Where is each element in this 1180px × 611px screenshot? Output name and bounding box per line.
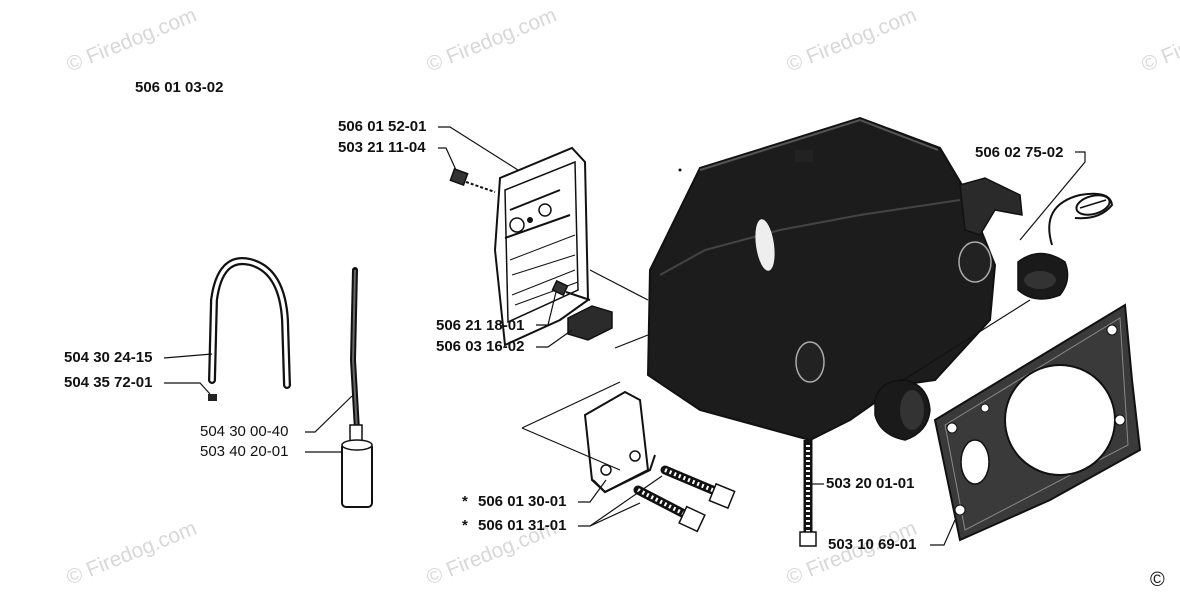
label-rubber-buffer: 506 03 16-02 (436, 338, 524, 355)
bracket-bolt-upper (660, 465, 736, 510)
label-chain-guide-plate: 506 01 52-01 (338, 118, 426, 135)
label-filler-cap: 506 02 75-02 (975, 144, 1063, 161)
watermark: © Firedog.com (423, 4, 560, 77)
fuel-filter (341, 424, 373, 508)
label-plate-screw: 503 21 11-04 (338, 139, 426, 156)
small-screw (551, 279, 591, 301)
gasket (933, 303, 1142, 542)
watermark: © Firedog.com (63, 517, 200, 590)
rubber-buffer (567, 305, 613, 341)
label-small-screw: 506 21 18-01 (436, 317, 524, 334)
label-suction-pipe: 504 30 00-40 (200, 423, 288, 440)
oil-cap (874, 379, 931, 441)
asterisk-b: * (462, 517, 468, 534)
watermark: © Firedog.com (783, 4, 920, 77)
label-fuel-hose: 504 30 24-15 (64, 349, 152, 366)
label-bracket-screw-b: 506 01 31-01 (478, 517, 566, 534)
label-fuel-filter: 503 40 20-01 (200, 443, 288, 460)
asterisk-a: * (462, 493, 468, 510)
watermark: © Firedog.com (1138, 4, 1180, 77)
watermark-corner: © (1150, 569, 1165, 591)
assembly-number: 506 01 03-02 (135, 79, 223, 96)
fuel-tank (646, 116, 1023, 442)
watermark: © Firedog.com (63, 4, 200, 77)
plate-screw (449, 168, 496, 193)
label-bracket-screw-a: 506 01 30-01 (478, 493, 566, 510)
bracket-bolt-lower (633, 485, 706, 533)
label-tank-bolt: 503 20 01-01 (826, 475, 914, 492)
suction-pipe (349, 267, 360, 433)
label-gasket: 503 10 69-01 (828, 536, 916, 553)
tank-bracket (583, 390, 656, 494)
filler-cap (1017, 192, 1114, 300)
fuel-hose (208, 257, 291, 401)
tank-bolt (799, 440, 817, 547)
label-hose-nipple: 504 35 72-01 (64, 374, 152, 391)
